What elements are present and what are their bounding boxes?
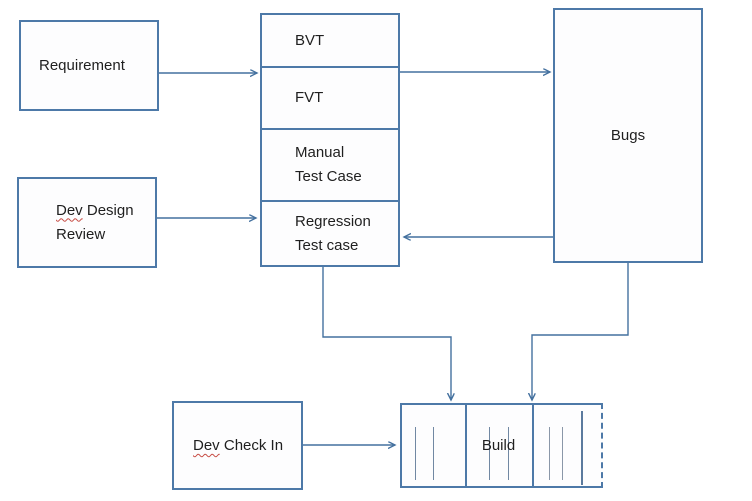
- build-segment-divider: [465, 405, 467, 486]
- requirement-label: Requirement: [39, 57, 125, 74]
- build-segment-tick: [433, 427, 434, 480]
- build-segment-tick: [489, 427, 490, 480]
- bugs-label: Bugs: [610, 127, 646, 144]
- test-stack-row-bvt: BVT: [262, 15, 398, 68]
- test-stack-row-fvt: FVT: [262, 68, 398, 130]
- dev-word-underlined: Dev: [56, 201, 83, 219]
- connector-test-stack-to-build: [322, 267, 451, 400]
- requirement-box: Requirement: [19, 20, 159, 111]
- build-segment-tick: [508, 427, 509, 480]
- dev-check-in-label: Dev Check In: [193, 437, 284, 454]
- connector-bugs-to-build: [532, 263, 629, 400]
- test-stack-row-manual: Manual Test Case: [262, 130, 398, 202]
- dev-design-review-box: Dev Design Review: [17, 177, 157, 268]
- test-stack-box: BVT FVT Manual Test Case Regression Test…: [260, 13, 400, 267]
- build-segment-tick: [562, 427, 563, 480]
- build-segment-divider: [532, 405, 534, 486]
- build-label: Build: [481, 437, 516, 454]
- dev-check-in-box: Dev Check In: [172, 401, 303, 490]
- dev-word-underlined: Dev: [193, 437, 220, 454]
- build-segment-tick: [549, 427, 550, 480]
- build-segment-tick: [415, 427, 416, 480]
- bugs-box: Bugs: [553, 8, 703, 263]
- dev-design-review-line2: Review: [56, 225, 106, 243]
- build-box: Build: [400, 403, 603, 488]
- dev-design-review-line1: Dev Design: [56, 201, 134, 219]
- build-segment-line: [581, 411, 583, 485]
- test-stack-row-regression: Regression Test case: [295, 212, 371, 254]
